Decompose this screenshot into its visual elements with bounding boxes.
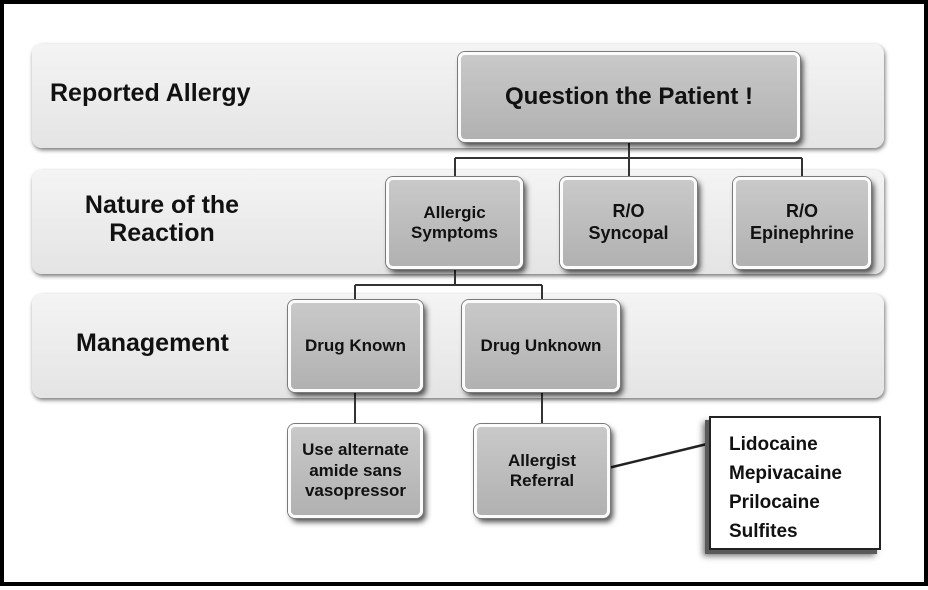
drug-list-item: Sulfites: [729, 521, 798, 542]
node-use-alternate-amide: Use alternate amide sans vasopressor: [288, 424, 423, 518]
row-label-reported-allergy: Reported Allergy: [50, 79, 251, 107]
node-question-the-patient: Question the Patient !: [458, 52, 800, 142]
node-ro-syncopal: R/O Syncopal: [560, 177, 697, 269]
drug-list-item: Mepivacaine: [729, 463, 842, 484]
drug-list-item: Lidocaine: [729, 434, 818, 455]
band-management: [32, 294, 884, 398]
row-label-management: Management: [76, 329, 229, 357]
connector-question-to-reactions: [454, 140, 803, 178]
node-ro-epinephrine: R/O Epinephrine: [733, 177, 871, 269]
node-drug-unknown: Drug Unknown: [462, 300, 620, 392]
drug-list-item: Prilocaine: [729, 492, 820, 513]
node-drug-known: Drug Known: [288, 300, 423, 392]
node-allergic-symptoms: Allergic Symptoms: [386, 177, 523, 269]
connector-symptoms-to-management: [354, 269, 543, 302]
connector-lines: [354, 140, 803, 473]
drug-list-box: Lidocaine Mepivacaine Prilocaine Sulfite…: [709, 416, 881, 550]
arrow-list-to-referral: [603, 442, 708, 471]
node-allergist-referral: Allergist Referral: [474, 424, 610, 518]
row-label-nature-of-reaction: Nature of the Reaction: [84, 191, 240, 247]
